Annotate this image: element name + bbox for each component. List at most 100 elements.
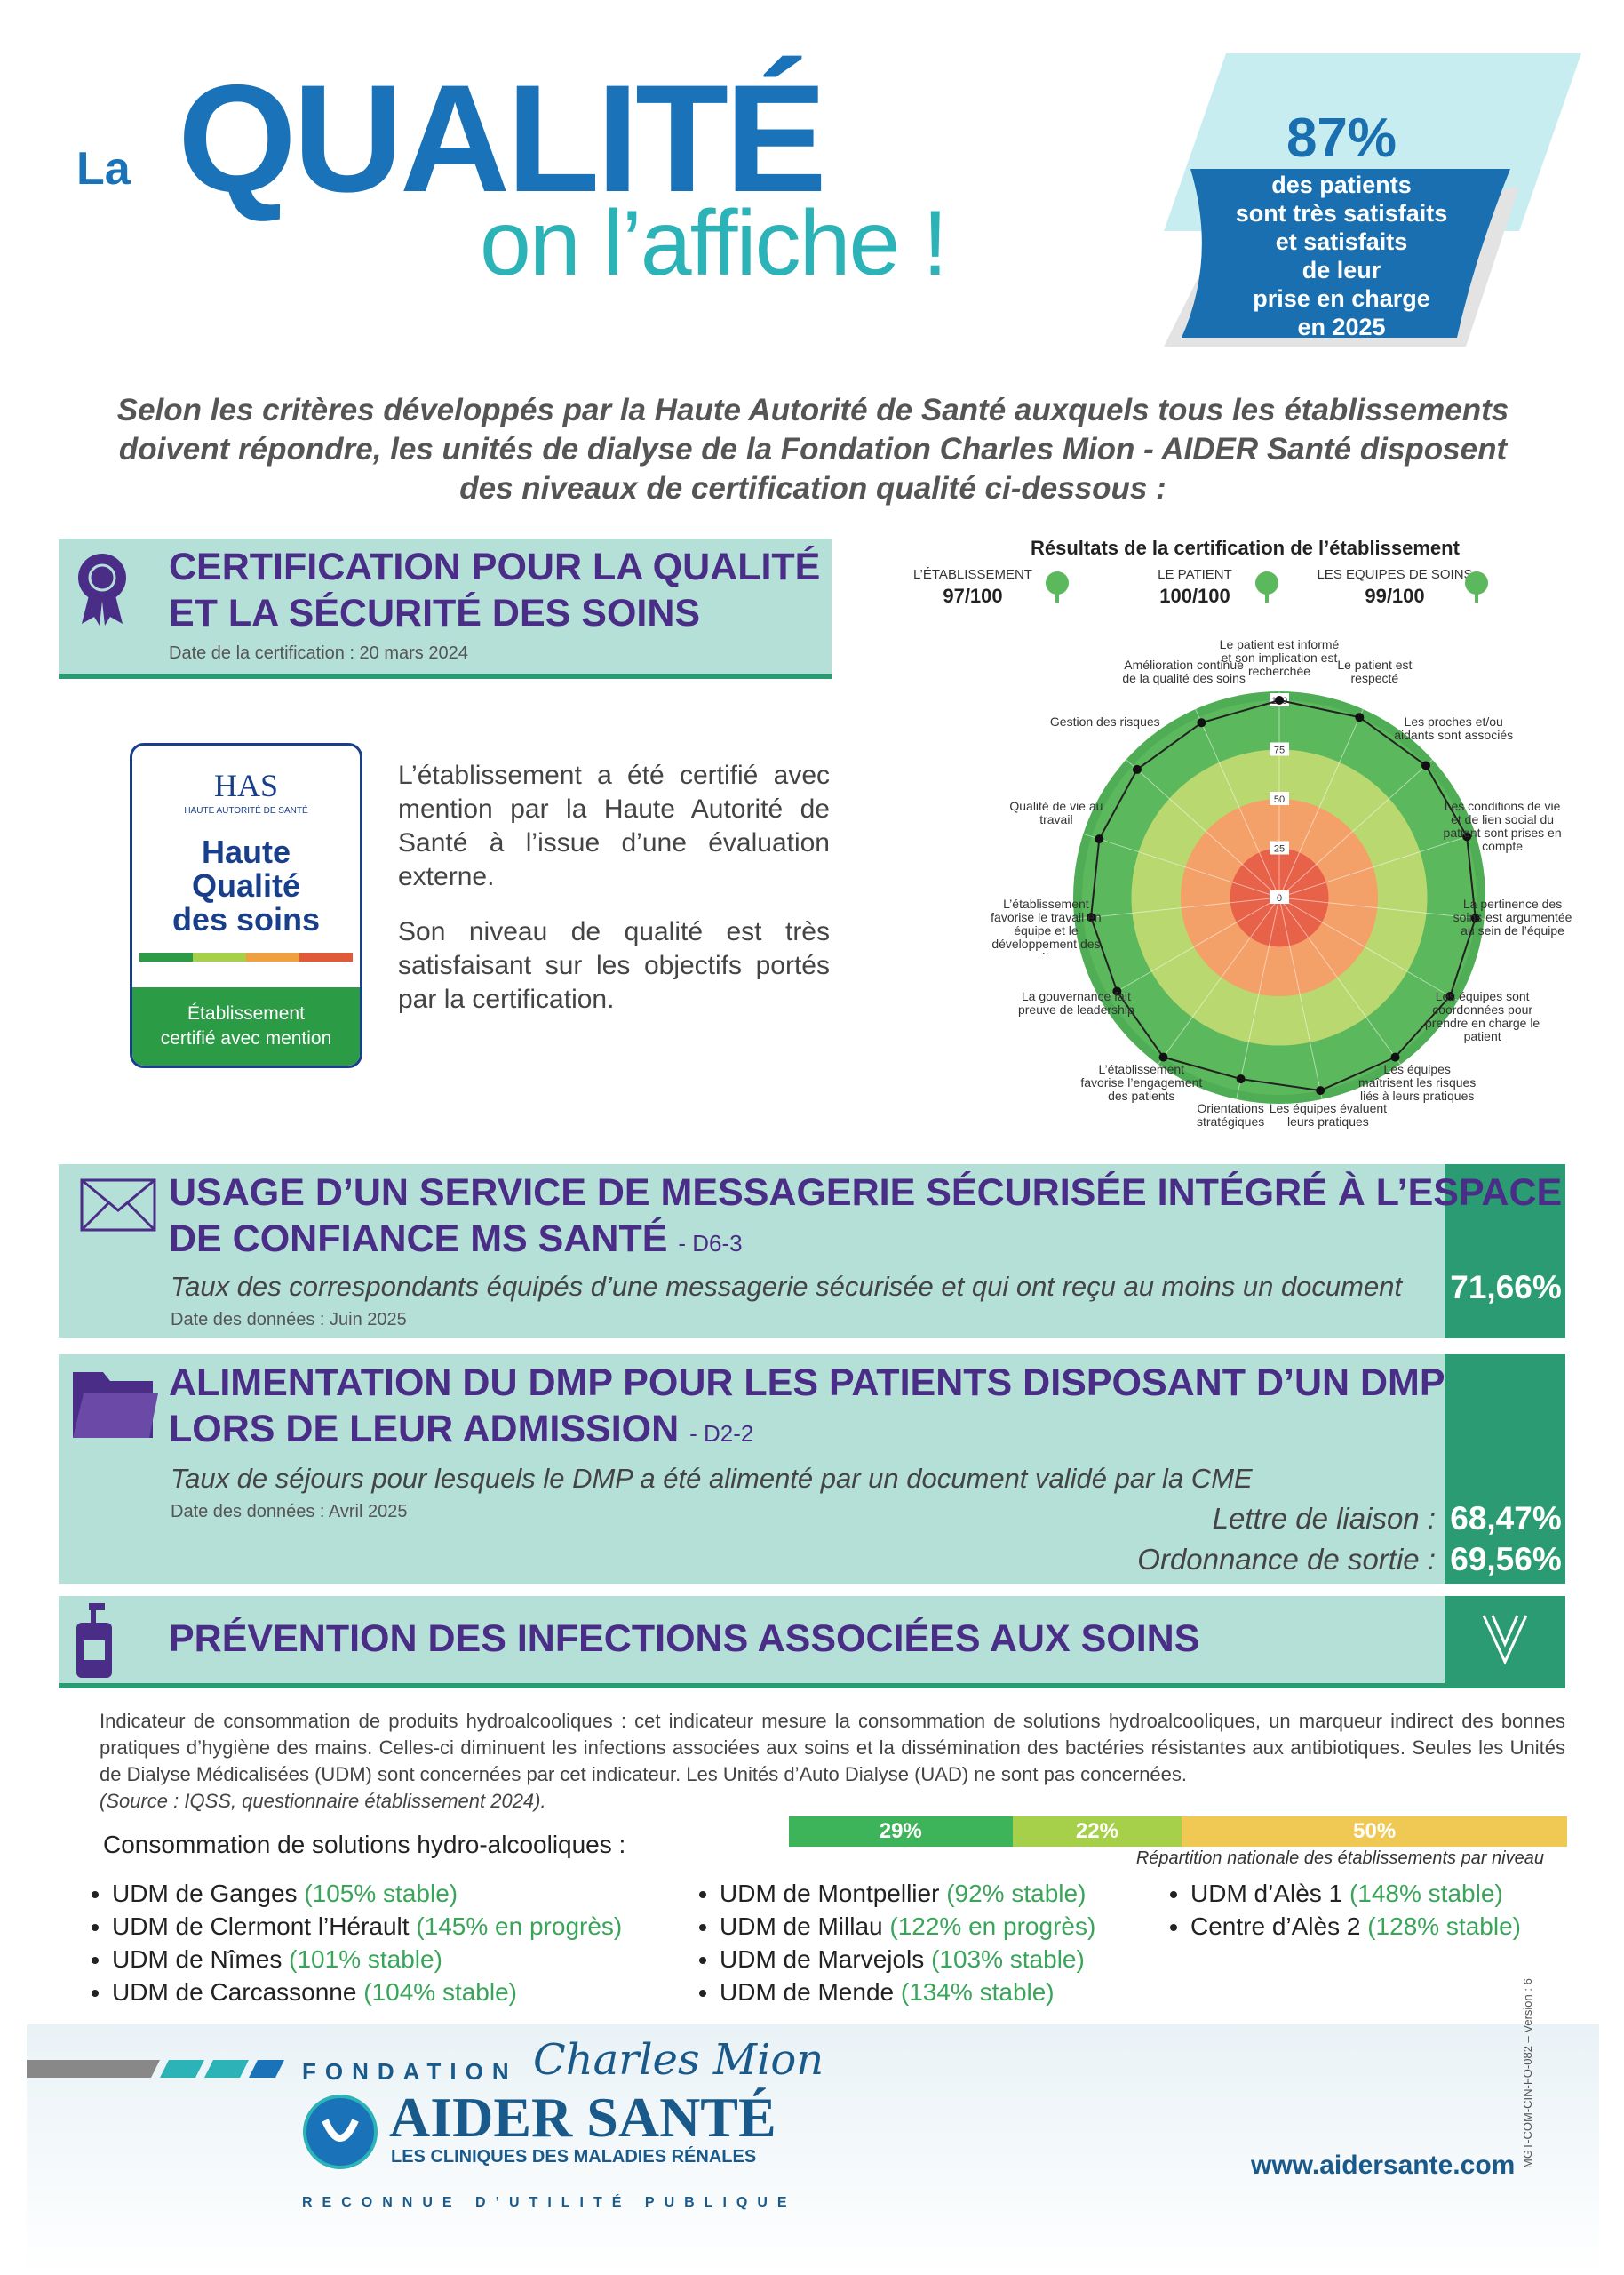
radar-chart: 0255075100Le patient est informé et son … [991, 638, 1572, 1129]
radar-tick-bg [1270, 742, 1289, 756]
radar-axis-label: Le patient est informé et son implicatio… [1220, 638, 1340, 678]
radar-spoke [1278, 833, 1476, 898]
radar-data-point [1132, 764, 1142, 774]
radar-tick-label: 75 [1274, 746, 1285, 756]
certification-banner [59, 539, 832, 677]
radar-data-point [1421, 761, 1430, 770]
radar-axis-label: La gouvernance fait preuve de leadership [1018, 990, 1134, 1017]
radar-axis-label: Orientations stratégiques [1197, 1102, 1264, 1129]
radar-axis-label: Gestion des risques [1050, 715, 1160, 729]
list-item: UDM de Montpellier (92% stable) [720, 1877, 1095, 1910]
radar-spoke [1074, 897, 1280, 920]
radar-data-point [1462, 832, 1472, 842]
decorative-stripes [27, 2060, 284, 2078]
radar-data-point [1236, 1074, 1246, 1084]
messagerie-value-column [1445, 1164, 1565, 1338]
dmp-label-lettre: Lettre de liaison : [1212, 1502, 1436, 1535]
radar-spoke [1158, 897, 1280, 1065]
infections-toggle[interactable] [1445, 1596, 1565, 1683]
radar-spoke [1278, 897, 1401, 1065]
list-item: UDM d’Alès 1 (148% stable) [1190, 1877, 1521, 1910]
infections-source: (Source : IQSS, questionnaire établissem… [100, 1790, 546, 1812]
certification-title: CERTIFICATION POUR LA QUALITÉ ET LA SÉCU… [169, 546, 821, 635]
dmp-value-column [1445, 1354, 1565, 1584]
radar-tick-bg [1270, 841, 1289, 855]
distribution-segment: 29% [789, 1816, 1013, 1847]
certification-text-2: Son niveau de qualité est très satisfais… [398, 917, 830, 1014]
radar-data-line [1090, 698, 1477, 1092]
radar-tick-bg [1270, 890, 1289, 904]
udm-list-3: UDM d’Alès 1 (148% stable) Centre d’Alès… [1155, 1877, 1521, 1943]
udm-list-1: UDM de Ganges (105% stable) UDM de Clerm… [76, 1877, 622, 2008]
folder-icon [73, 1372, 158, 1438]
radar-tick-label: 0 [1277, 893, 1282, 904]
radar-data-point [1355, 713, 1365, 722]
radar-axis-label: Amélioration continue de la qualité des … [1122, 659, 1246, 685]
title-affiche: on l’affiche ! [480, 192, 948, 295]
infections-banner [59, 1596, 1565, 1683]
list-item: UDM de Mende (134% stable) [720, 1976, 1095, 2008]
list-item: UDM de Carcassonne (104% stable) [112, 1976, 622, 2008]
radar-spoke [1126, 759, 1280, 898]
radar-data-point [1158, 1052, 1168, 1062]
website-link[interactable]: www.aidersante.com [1251, 2151, 1516, 2180]
messagerie-description: Taux des correspondants équipés d’une me… [171, 1271, 1403, 1302]
radar-axis-label: Les proches et/ou aidants sont associés [1394, 715, 1513, 742]
score-equipes-label: LES EQUIPES DE SOINS [1317, 567, 1473, 582]
list-item: Centre d’Alès 2 (128% stable) [1190, 1910, 1521, 1943]
score-patient-value: 100/100 [1159, 585, 1230, 607]
radar-axis-label: Les équipes maîtrisent les risques liés … [1358, 1063, 1476, 1103]
intro-text: Selon les critères développés par la Hau… [116, 393, 1509, 506]
radar-data-point [1316, 1086, 1325, 1096]
envelope-icon [80, 1178, 156, 1232]
hand-sanitizer-icon [76, 1603, 112, 1678]
radar-spoke [1278, 897, 1323, 1100]
score-etablissement-value: 97/100 [943, 585, 1003, 607]
radar-tick-label: 25 [1274, 844, 1285, 855]
radar-spoke [1278, 759, 1433, 898]
list-item: UDM de Ganges (105% stable) [112, 1877, 622, 1910]
infections-underline [59, 1683, 1565, 1688]
dmp-value-lettre: 68,47% [1450, 1500, 1562, 1537]
aider-logo-icon [303, 2095, 378, 2169]
distribution-segment: 50% [1182, 1816, 1567, 1847]
radar-axis-label: Le patient est respecté [1337, 659, 1412, 685]
udm-list-2: UDM de Montpellier (92% stable) UDM de M… [684, 1877, 1095, 2008]
messagerie-date: Date des données : Juin 2025 [171, 1310, 407, 1329]
radar-axis-label: Les équipes évaluent leurs pratiques [1270, 1102, 1387, 1129]
radar-data-point [1445, 992, 1455, 1001]
title-la: La [76, 143, 131, 195]
dmp-date: Date des données : Avril 2025 [171, 1502, 408, 1521]
footer-aider-sante: AIDER SANTÉ [389, 2086, 776, 2149]
distribution-segment: 22% [1012, 1816, 1182, 1847]
certification-underline [59, 674, 832, 679]
score-patient-label: LE PATIENT [1158, 567, 1232, 582]
radar-data-point [1470, 914, 1480, 923]
footer-reconnue: RECONNUE D’UTILITÉ PUBLIQUE [302, 2195, 797, 2210]
footer [27, 2024, 1599, 2275]
dmp-value-ordonnance: 69,56% [1450, 1541, 1562, 1577]
radar-spoke [1278, 897, 1459, 1002]
footer-cliniques: LES CLINIQUES DES MALADIES RÉNALES [391, 2147, 757, 2167]
radar-data-point [1087, 913, 1096, 922]
certification-date: Date de la certification : 20 mars 2024 [169, 643, 468, 663]
distribution-caption: Répartition nationale des établissements… [1135, 1848, 1544, 1868]
document-reference: MGT-COM-CIN-FO-082 – Version : 6 [1521, 1978, 1534, 2168]
list-item: UDM de Marvejols (103% stable) [720, 1943, 1095, 1976]
radar-spoke [1083, 833, 1280, 898]
score-tree-icons [1046, 571, 1488, 603]
national-distribution-bar: 29%22%50% [789, 1816, 1567, 1847]
score-etablissement-label: L’ÉTABLISSEMENT [913, 567, 1032, 582]
messagerie-title: USAGE D’UN SERVICE DE MESSAGERIE SÉCURIS… [169, 1171, 1563, 1260]
radar-tick-bg [1270, 792, 1289, 805]
infections-title: PRÉVENTION DES INFECTIONS ASSOCIÉES AUX … [169, 1617, 1200, 1660]
radar-data-point [1095, 834, 1104, 844]
radar-axis-label: L’établissement favorise l’engagement de… [1080, 1063, 1202, 1103]
chevron-down-icon[interactable] [1478, 1612, 1532, 1669]
radar-spoke [1100, 897, 1280, 1002]
certification-text-1: L’établissement a été certifié avec ment… [398, 761, 830, 891]
radar-spoke [1236, 897, 1280, 1100]
messagerie-value: 71,66% [1450, 1269, 1562, 1305]
radar-title: Résultats de la certification de l’établ… [1031, 537, 1460, 559]
infections-description: Indicateur de consommation de produits h… [100, 1710, 1565, 1785]
